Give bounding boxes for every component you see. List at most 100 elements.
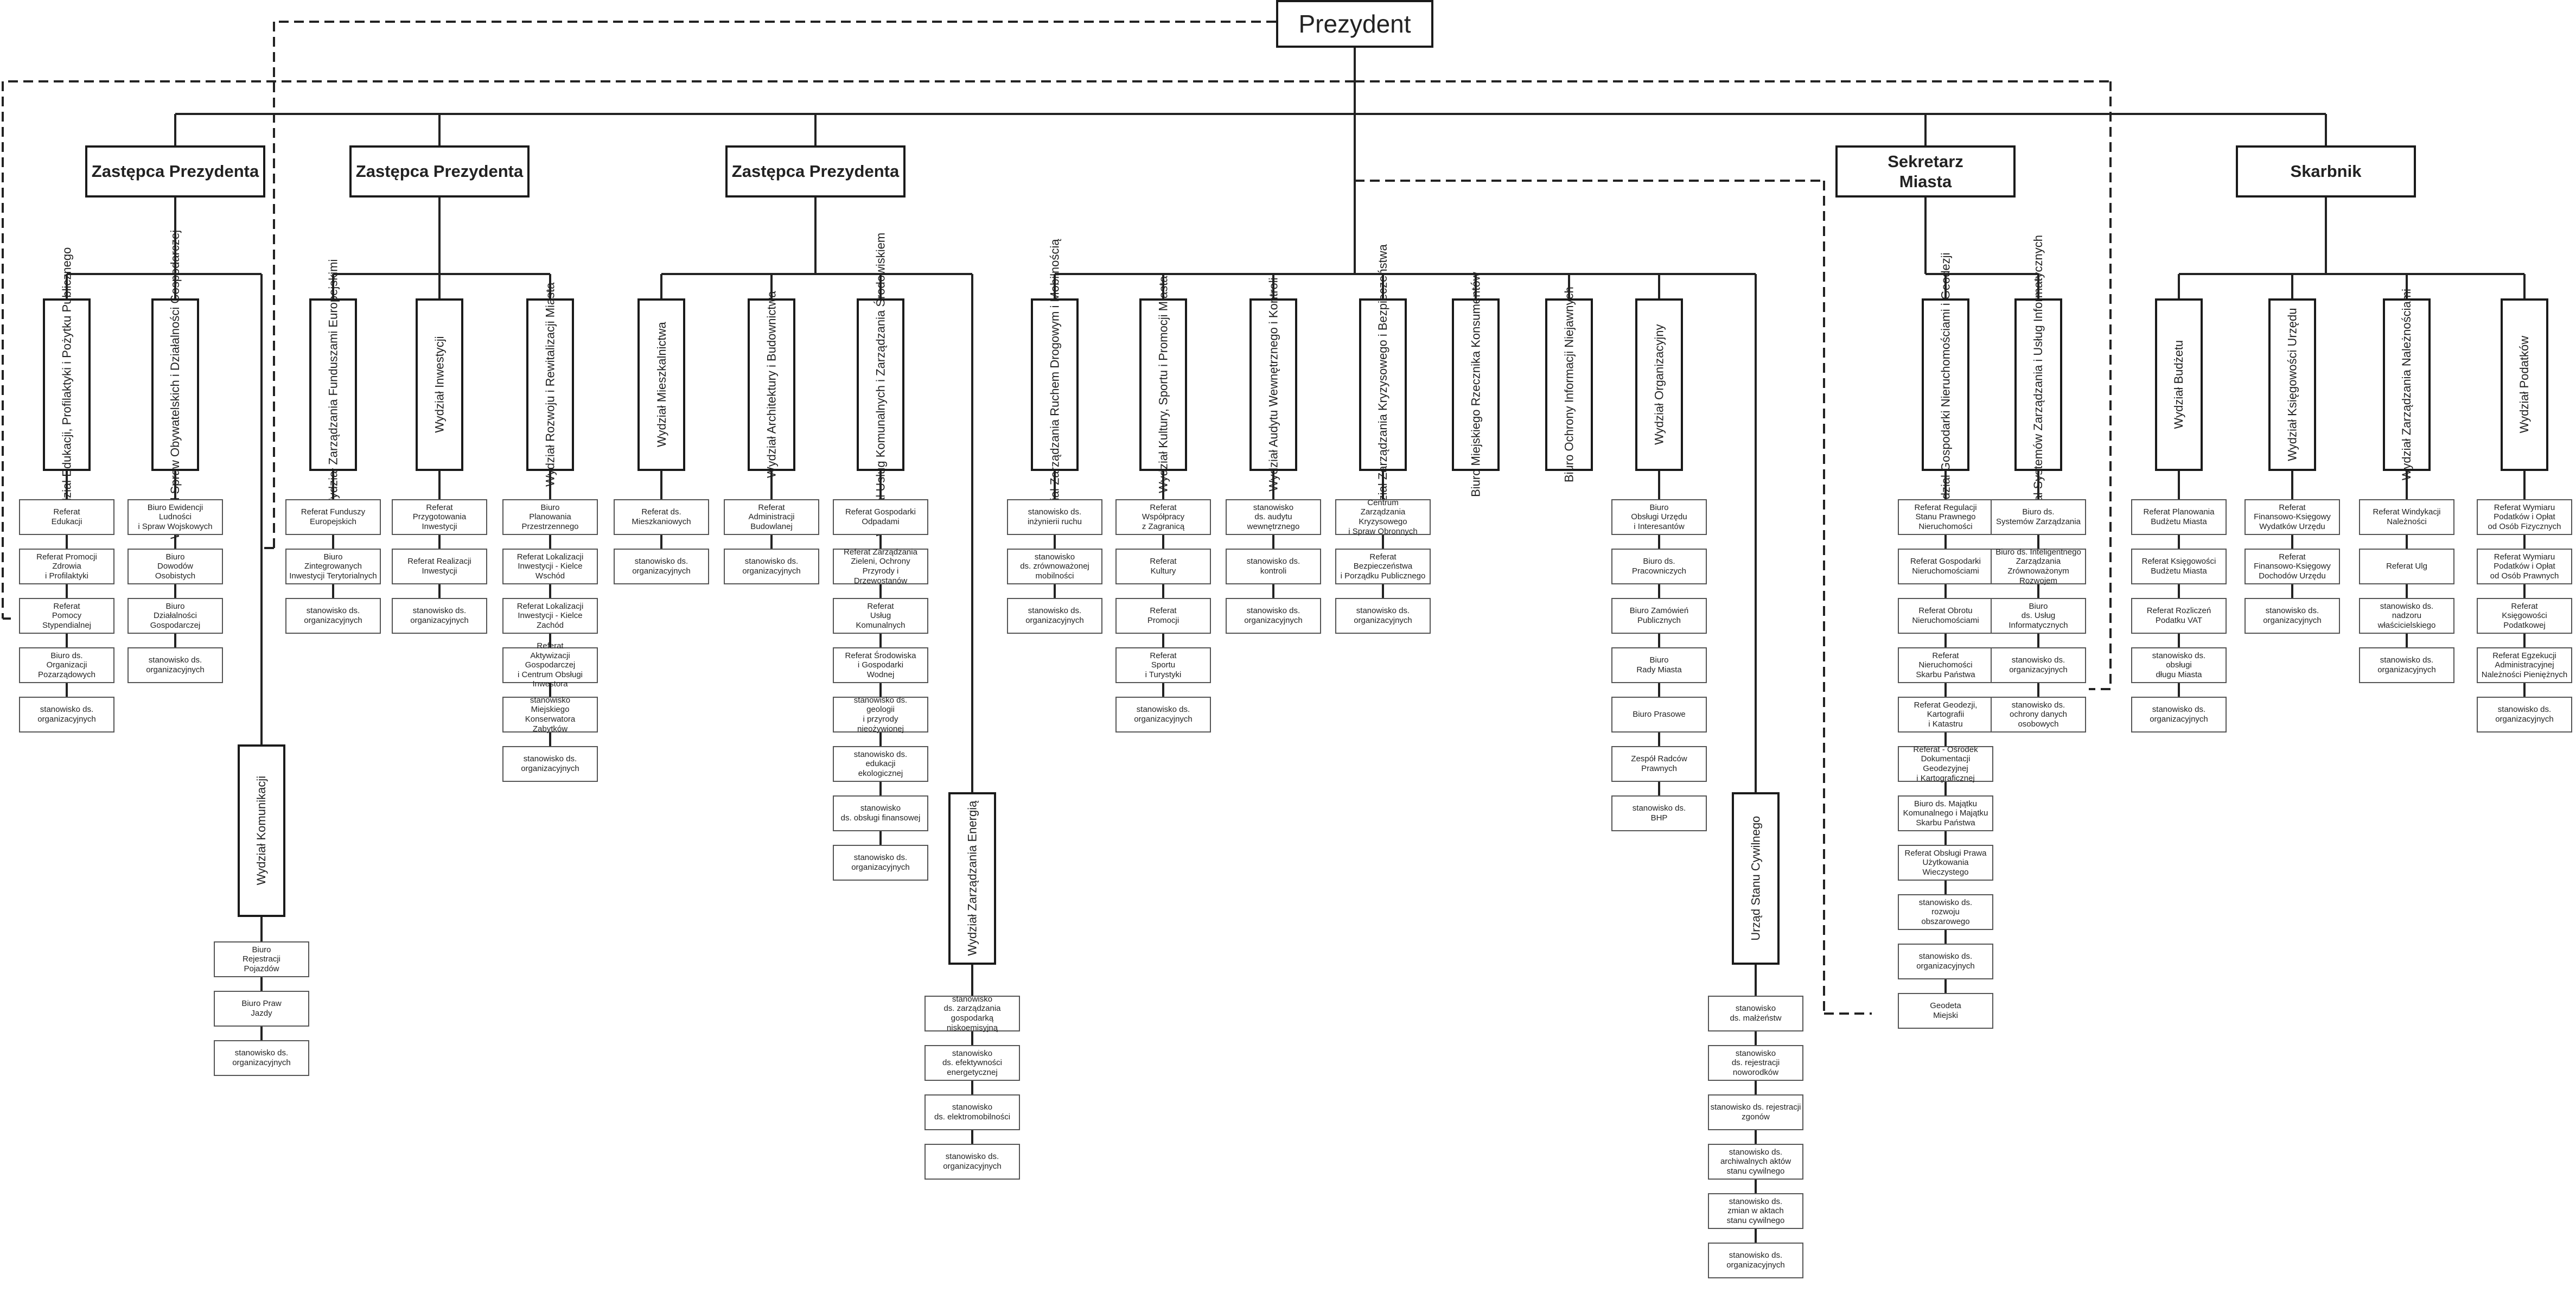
unit-box: Referat ds. Mieszkaniowych xyxy=(614,499,709,535)
unit-box: Referat Zarządzania Zieleni, Ochrony Prz… xyxy=(833,547,928,585)
unit-box: stanowisko ds. elektromobilności xyxy=(924,1094,1020,1130)
unit-box: stanowisko ds. organizacyjnych xyxy=(1991,647,2086,683)
department-d12: Wydział Kultury, Sportu i Promocji Miast… xyxy=(1139,276,1187,493)
department-label: Wydział Zarządzania Kryzysowego i Bezpie… xyxy=(1376,244,1390,525)
unit-box: Referat Wymiaru Podatków i Opłat od Osób… xyxy=(2477,549,2572,584)
department-d2: Wydział Spraw Obywatelskich i Działalnoś… xyxy=(151,230,199,539)
department-d5: Wydział Inwestycji xyxy=(416,298,463,471)
department-label: Wydział Mieszkalnictwa xyxy=(654,322,668,448)
department-label: Wydział Inwestycji xyxy=(432,336,447,434)
department-d21: Wydział Budżetu xyxy=(2155,298,2203,471)
unit-box: Referat Nieruchomości Skarbu Państwa xyxy=(1898,647,1993,683)
unit-box: Biuro Rady Miasta xyxy=(1611,647,1707,683)
unit-box: Referat Obsługi Prawa Użytkowania Wieczy… xyxy=(1898,845,1993,881)
unit-box: stanowisko ds. organizacyjnych xyxy=(924,1144,1020,1180)
unit-box: stanowisko ds. małżeństw xyxy=(1708,996,1803,1031)
department-label: Wydział Podatków xyxy=(2517,336,2532,434)
unit-box: Referat Lokalizacji Inwestycji - Kielce … xyxy=(502,598,598,634)
unit-box: stanowisko ds. obsługi długu Miasta xyxy=(2131,647,2227,683)
unit-box: Biuro ds. Inteligentnego Zarządzania Zró… xyxy=(1991,547,2086,585)
unit-box: Referat Środowiska i Gospodarki Wodnej xyxy=(833,647,928,683)
unit-box: stanowisko ds. zrównoważonej mobilności xyxy=(1007,549,1102,584)
department-d19: Wydział Gospodarki Nieruchomościami i Ge… xyxy=(1922,253,1969,517)
treasurer-box: Skarbnik xyxy=(2236,145,2416,198)
unit-box: stanowisko ds. organizacyjnych xyxy=(614,549,709,584)
unit-box: Biuro Ewidencji Ludności i Spraw Wojskow… xyxy=(127,499,223,535)
unit-box: stanowisko ds. organizacyjnych xyxy=(1708,1243,1803,1278)
department-label: Wydział Zarządzania Funduszami Europejsk… xyxy=(326,259,340,510)
department-label: Biuro Miejskiego Rzecznika Konsumentów xyxy=(1469,272,1483,498)
unit-box: stanowisko ds. inżynierii ruchu xyxy=(1007,499,1102,535)
department-label: Wydział Rozwoju i Rewitalizacji Miasta xyxy=(543,282,557,487)
department-d11: Wydział Zarządzania Ruchem Drogowym i Mo… xyxy=(1031,239,1079,530)
department-label: Wydział Architektury i Budownictwa xyxy=(764,291,779,479)
unit-box: stanowisko ds. organizacyjnych xyxy=(127,647,223,683)
department-label: Wydział Edukacji, Profilaktyki i Pożytku… xyxy=(60,247,74,522)
department-d7: Wydział Mieszkalnictwa xyxy=(637,298,685,471)
department-d22: Wydział Księgowości Urzędu xyxy=(2268,298,2316,471)
department-d9: Wydział Usług Komunalnych i Zarządzania … xyxy=(857,233,904,537)
unit-box: Referat Kultury xyxy=(1115,549,1211,584)
unit-box: stanowisko ds. nadzoru właścicielskiego xyxy=(2359,598,2454,634)
unit-box: Biuro ds. Pracowniczych xyxy=(1611,549,1707,584)
unit-box: Referat Przygotowania Inwestycji xyxy=(392,499,487,535)
unit-box: Biuro Obsługi Urzędu i Interesantów xyxy=(1611,499,1707,535)
unit-box: stanowisko ds. organizacyjnych xyxy=(833,845,928,881)
unit-box: Referat Promocji xyxy=(1115,598,1211,634)
unit-box: stanowisko ds. organizacyjnych xyxy=(1007,598,1102,634)
unit-box: stanowisko ds. obsługi finansowej xyxy=(833,795,928,831)
department-d18: Urząd Stanu Cywilnego xyxy=(1732,792,1780,965)
unit-box: Referat Obrotu Nieruchomościami xyxy=(1898,598,1993,634)
department-label: Wydział Komunikacji xyxy=(254,776,269,886)
unit-box: stanowisko ds. organizacyjnych xyxy=(214,1040,309,1076)
unit-box: stanowisko ds. organizacyjnych xyxy=(724,549,819,584)
unit-box: stanowisko ds. ochrony danych osobowych xyxy=(1991,697,2086,733)
unit-box: stanowisko ds. organizacyjnych xyxy=(285,598,381,634)
unit-box: Referat Finansowo-Księgowy Dochodów Urzę… xyxy=(2245,549,2340,584)
department-d3: Wydział Komunikacji xyxy=(238,744,285,917)
department-d23: Wydział Zarządzania Należnościami xyxy=(2383,289,2431,481)
unit-box: Referat Finansowo-Księgowy Wydatków Urzę… xyxy=(2245,499,2340,535)
department-d8: Wydział Architektury i Budownictwa xyxy=(748,291,795,478)
unit-box: Biuro ds. Systemów Zarządzania xyxy=(1991,499,2086,535)
unit-box: stanowisko ds. edukacji ekologicznej xyxy=(833,746,928,782)
unit-box: stanowisko ds. organizacyjnych xyxy=(1898,944,1993,979)
unit-box: Biuro Działalności Gospodarczej xyxy=(127,598,223,634)
unit-box: Geodeta Miejski xyxy=(1898,993,1993,1029)
department-label: Wydział Usług Komunalnych i Zarządzania … xyxy=(873,233,888,537)
unit-box: Referat Funduszy Europejskich xyxy=(285,499,381,535)
unit-box: stanowisko ds. organizacyjnych xyxy=(392,598,487,634)
department-d20: Wydział Systemów Zarządzania i Usług Inf… xyxy=(2014,235,2062,534)
unit-box: Biuro Zintegrowanych Inwestycji Terytori… xyxy=(285,549,381,584)
department-label: Wydział Księgowości Urzędu xyxy=(2285,308,2299,462)
unit-box: stanowisko ds. rejestracji noworodków xyxy=(1708,1045,1803,1081)
department-d15: Biuro Miejskiego Rzecznika Konsumentów xyxy=(1452,272,1500,497)
unit-box: stanowisko ds. organizacyjnych xyxy=(2131,697,2227,733)
unit-box: stanowisko ds. organizacyjnych xyxy=(2245,598,2340,634)
unit-box: Biuro ds. Usług Informatycznych xyxy=(1991,598,2086,634)
unit-box: Centrum Zarządzania Kryzysowego i Spraw … xyxy=(1335,498,1431,536)
department-label: Wydział Zarządzania Należnościami xyxy=(2400,289,2414,481)
unit-box: Biuro ds. Majątku Komunalnego i Majątku … xyxy=(1898,795,1993,831)
unit-box: stanowisko ds. organizacyjnych xyxy=(19,697,114,733)
department-label: Urząd Stanu Cywilnego xyxy=(1749,816,1763,941)
unit-box: stanowisko ds. rejestracji zgonów xyxy=(1708,1094,1803,1130)
unit-box: Referat Współpracy z Zagranicą xyxy=(1115,499,1211,535)
unit-box: stanowisko ds. efektywności energetyczne… xyxy=(924,1045,1020,1081)
unit-box: Referat Realizacji Inwestycji xyxy=(392,549,487,584)
department-label: Wydział Kultury, Sportu i Promocji Miast… xyxy=(1156,276,1170,494)
department-label: Wydział Audytu Wewnętrznego i Kontroli xyxy=(1266,277,1280,492)
unit-box: stanowisko ds. zarządzania gospodarką ni… xyxy=(924,995,1020,1033)
department-label: Wydział Zarządzania Energią xyxy=(965,801,979,956)
department-label: Wydział Organizacyjny xyxy=(1652,324,1666,445)
department-label: Wydział Zarządzania Ruchem Drogowym i Mo… xyxy=(1048,239,1062,531)
unit-box: Referat Edukacji xyxy=(19,499,114,535)
department-label: Wydział Spraw Obywatelskich i Działalnoś… xyxy=(168,230,182,539)
unit-box: Biuro Dowodów Osobistych xyxy=(127,549,223,584)
deputy-2-box: Zastępca Prezydenta xyxy=(349,145,530,198)
unit-box: Biuro Planowania Przestrzennego xyxy=(502,499,598,535)
unit-box: stanowisko Miejskiego Konserwatora Zabyt… xyxy=(502,696,598,734)
unit-box: Referat - Ośrodek Dokumentacji Geodezyjn… xyxy=(1898,745,1993,783)
department-d16: Biuro Ochrony Informacji Niejawnych xyxy=(1545,287,1593,482)
unit-box: Referat Sportu i Turystyki xyxy=(1115,647,1211,683)
